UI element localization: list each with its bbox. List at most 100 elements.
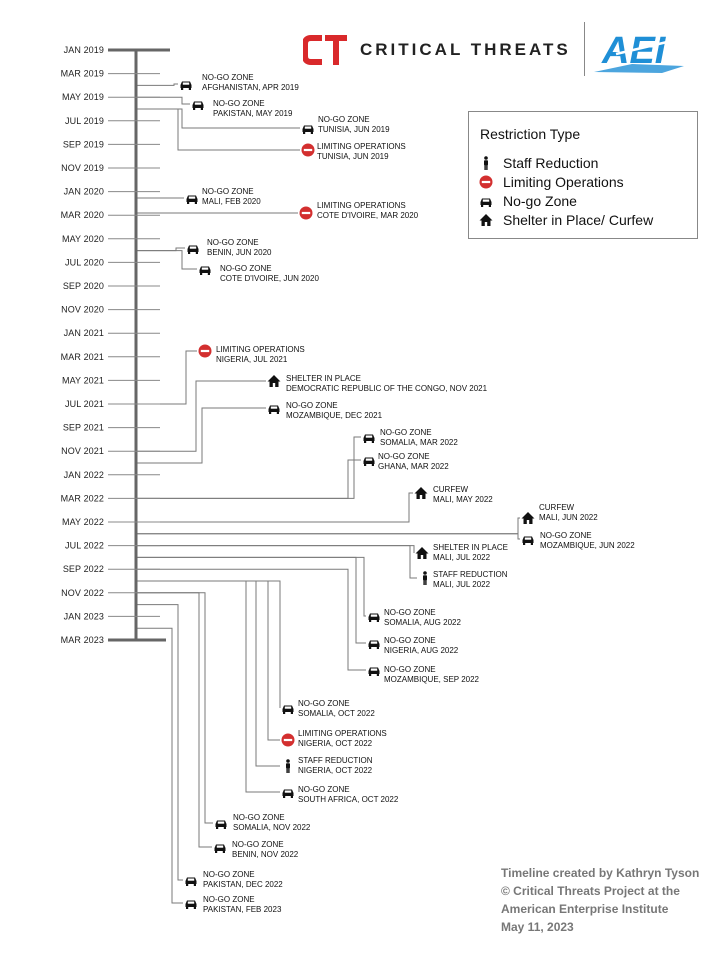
event-title: NO-GO ZONE <box>298 699 350 708</box>
axis-tick-label: JUL 2021 <box>65 399 104 409</box>
axis-tick-label: SEP 2020 <box>63 281 104 291</box>
shelter-in-place-icon <box>415 547 429 559</box>
axis-tick-label: MAY 2019 <box>62 92 104 102</box>
event-location: TUNISIA, JUN 2019 <box>318 125 390 134</box>
axis-tick-label: JAN 2020 <box>64 187 104 197</box>
limiting-operations-icon <box>281 733 295 747</box>
shelter-in-place-icon <box>414 487 428 499</box>
event-title: NO-GO ZONE <box>203 895 255 904</box>
event-title: LIMITING OPERATIONS <box>298 729 387 738</box>
event-location: SOMALIA, AUG 2022 <box>384 618 461 627</box>
event-location: SOMALIA, OCT 2022 <box>298 709 375 718</box>
event-leader-line <box>136 580 281 708</box>
shelter-in-place-icon <box>267 375 281 387</box>
event-leader-line <box>136 350 197 405</box>
event-title: SHELTER IN PLACE <box>433 543 508 552</box>
ct-logo-title: CRITICAL THREATS <box>360 40 571 59</box>
event-title: NO-GO ZONE <box>213 99 265 108</box>
axis-tick-label: JAN 2023 <box>64 611 104 621</box>
event-location: BENIN, JUN 2020 <box>207 248 272 257</box>
event-location: NIGERIA, AUG 2022 <box>384 646 459 655</box>
event-location: MALI, JUN 2022 <box>539 513 598 522</box>
limiting-operations-icon <box>479 175 493 189</box>
axis-tick-label: NOV 2019 <box>61 163 104 173</box>
event-leader-line <box>136 380 266 452</box>
event-title: NO-GO ZONE <box>207 238 259 247</box>
shelter-in-place-icon <box>521 512 535 524</box>
event-location: TUNISIA, JUN 2019 <box>317 152 389 161</box>
event-location: AFGHANISTAN, APR 2019 <box>202 83 299 92</box>
no-go-zone-icon <box>214 844 226 853</box>
legend-label: Shelter in Place/ Curfew <box>503 212 654 228</box>
event-title: NO-GO ZONE <box>378 452 430 461</box>
axis-tick-label: JAN 2022 <box>64 470 104 480</box>
axis-tick-label: NOV 2021 <box>61 446 104 456</box>
axis-tick-label: NOV 2022 <box>61 588 104 598</box>
event-leader-line <box>136 108 300 151</box>
no-go-zone-icon <box>199 266 211 275</box>
ct-logo <box>303 35 347 65</box>
event-location: MALI, FEB 2020 <box>202 197 261 206</box>
event-location: SOMALIA, MAR 2022 <box>380 438 458 447</box>
axis-tick-label: JAN 2019 <box>64 45 104 55</box>
axis-tick-label: SEP 2022 <box>63 564 104 574</box>
event-location: NIGERIA, OCT 2022 <box>298 739 373 748</box>
no-go-zone-icon <box>186 195 198 204</box>
event-title: STAFF REDUCTION <box>298 756 373 765</box>
no-go-zone-icon <box>215 820 227 829</box>
axis-tick-label: MAR 2022 <box>61 493 104 503</box>
event-location: MALI, MAY 2022 <box>433 495 493 504</box>
event-title: NO-GO ZONE <box>233 813 285 822</box>
event-location: COTE D'IVOIRE, JUN 2020 <box>220 274 319 283</box>
no-go-zone-icon <box>480 198 492 207</box>
event-title: LIMITING OPERATIONS <box>317 142 406 151</box>
event-location: MALI, JUL 2022 <box>433 553 491 562</box>
event-leader-line <box>136 83 178 86</box>
event-title: NO-GO ZONE <box>202 73 254 82</box>
event-leader-line <box>136 436 361 499</box>
axis-tick-label: JAN 2021 <box>64 328 104 338</box>
axis-tick-label: MAR 2023 <box>61 635 104 645</box>
no-go-zone-icon <box>368 640 380 649</box>
legend: Restriction Type Staff Reduction Limitin… <box>468 111 698 239</box>
axis-tick-label: MAY 2020 <box>62 234 104 244</box>
event-title: NO-GO ZONE <box>298 785 350 794</box>
event-location: MOZAMBIQUE, SEP 2022 <box>384 675 480 684</box>
axis-tick-label: MAR 2020 <box>61 210 104 220</box>
axis-tick-label: MAY 2021 <box>62 375 104 385</box>
event-leader-line <box>136 568 366 671</box>
legend-item-limiting-operations: Limiting Operations <box>479 173 624 191</box>
event-title: NO-GO ZONE <box>318 115 370 124</box>
event-location: GHANA, MAR 2022 <box>378 462 449 471</box>
event-leader-line <box>136 407 266 464</box>
staff-reduction-icon <box>286 759 290 773</box>
no-go-zone-icon <box>522 536 534 545</box>
event-title: STAFF REDUCTION <box>433 570 508 579</box>
no-go-zone-icon <box>282 705 294 714</box>
legend-item-shelter-in-place: Shelter in Place/ Curfew <box>479 211 653 229</box>
credit-line: May 11, 2023 <box>501 920 574 934</box>
event-leader-line <box>136 492 413 523</box>
no-go-zone-icon <box>185 900 197 909</box>
event-leader-line <box>136 545 417 579</box>
event-leader-line <box>136 533 520 540</box>
event-leader-line <box>136 592 212 848</box>
event-location: NIGERIA, OCT 2022 <box>298 766 373 775</box>
credit-block: Timeline created by Kathryn Tyson © Crit… <box>501 864 699 936</box>
legend-label: No-go Zone <box>503 193 577 209</box>
axis-tick-label: NOV 2020 <box>61 305 104 315</box>
